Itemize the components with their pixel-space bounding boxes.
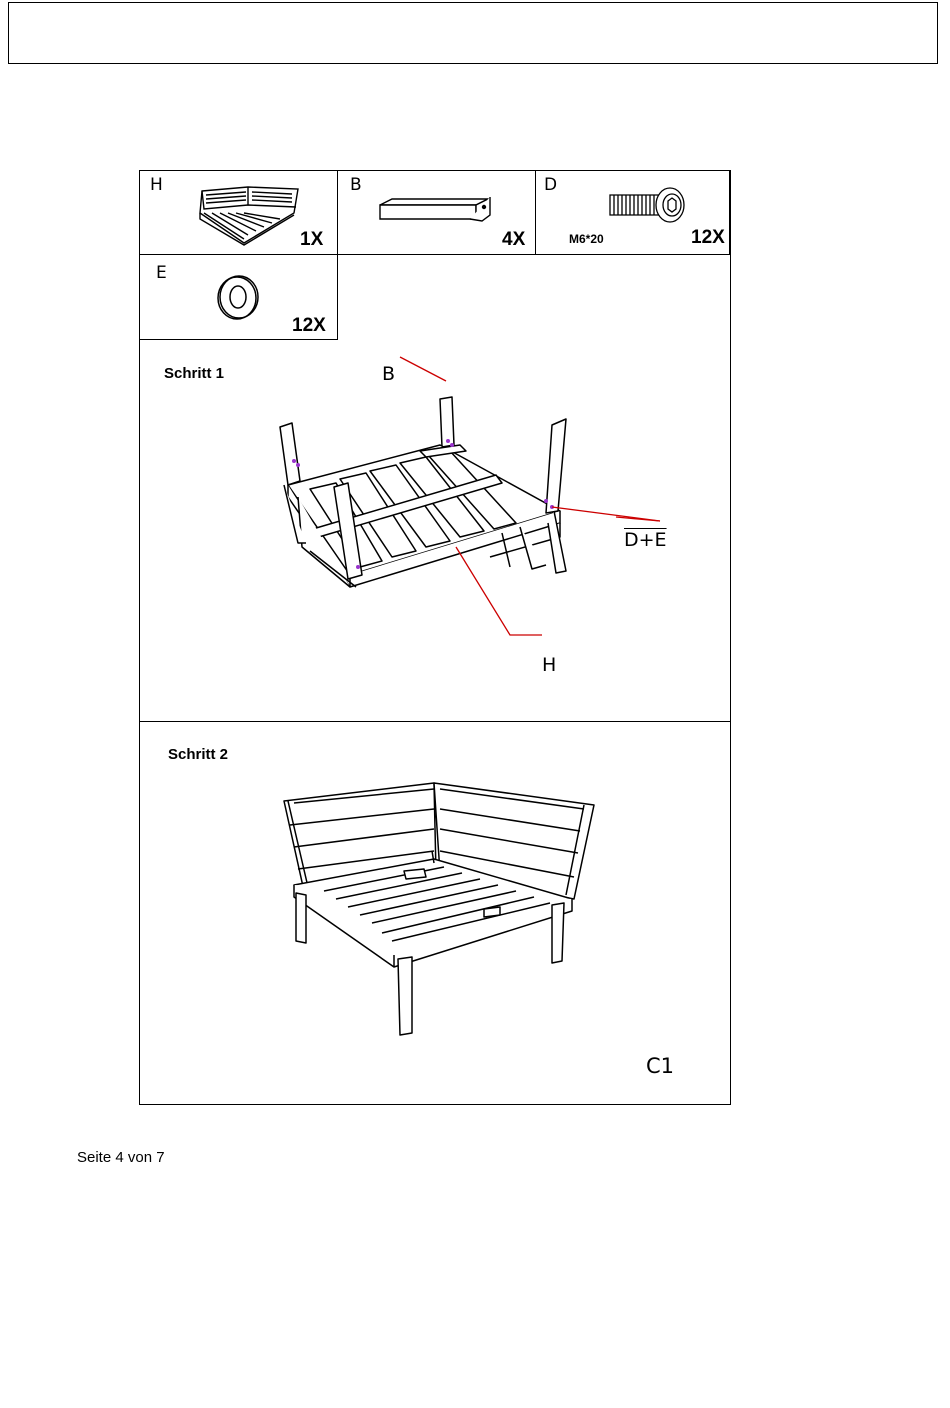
step-2-title: Schritt 2 xyxy=(168,746,228,763)
leg-right-back xyxy=(546,419,566,513)
part-letter: B xyxy=(350,175,362,195)
leg-icon xyxy=(378,195,498,235)
bolt-icon xyxy=(608,185,698,229)
part-cell-e: E 12X xyxy=(140,255,338,340)
callout-h: H xyxy=(542,654,556,676)
part-qty: 1X xyxy=(300,229,323,251)
leg-left-back xyxy=(280,423,300,485)
step-divider xyxy=(140,721,730,722)
callout-d-e: D+E xyxy=(624,529,667,551)
leg-front xyxy=(398,957,412,1035)
step-1-title: Schritt 1 xyxy=(164,365,224,382)
part-letter: D xyxy=(544,175,557,195)
step-1-illustration xyxy=(270,361,690,681)
bolt-spec: M6*20 xyxy=(569,232,604,246)
corner-sofa-icon xyxy=(198,183,308,243)
callout-b: B xyxy=(382,363,395,385)
part-cell-h: H 1X xyxy=(140,171,338,255)
step-2-illustration xyxy=(284,781,604,1041)
washer-icon xyxy=(214,273,264,323)
part-cell-d: D M6*20 12X xyxy=(536,171,730,255)
part-cell-b: B 4X xyxy=(338,171,536,255)
part-letter: H xyxy=(150,175,163,195)
model-code: C1 xyxy=(646,1054,674,1078)
assembly-sheet: H 1X B 4X xyxy=(139,170,731,1105)
part-qty: 4X xyxy=(502,229,525,251)
page-number: Seite 4 von 7 xyxy=(77,1149,165,1166)
part-qty: 12X xyxy=(691,227,725,249)
part-qty: 12X xyxy=(292,315,326,337)
header-box xyxy=(8,2,938,64)
part-letter: E xyxy=(156,263,167,283)
